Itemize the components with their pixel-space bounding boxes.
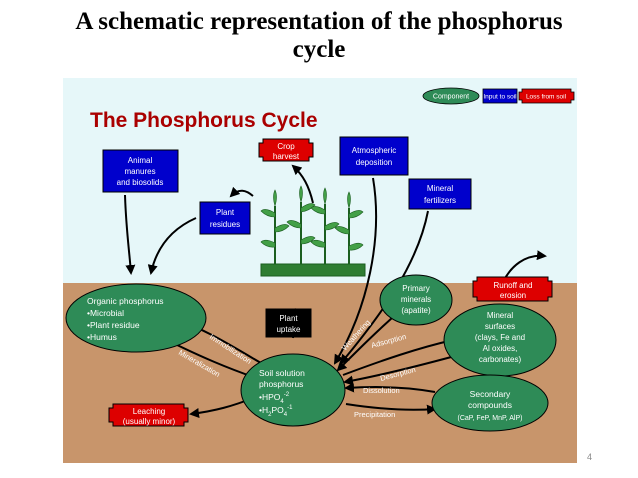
input-animal-manures-line-1: Animal: [128, 156, 153, 165]
arrow-precipitation: [345, 403, 437, 415]
slide-title-line-1: A schematic representation of the phosph…: [75, 8, 563, 35]
input-mineral-fertilizers-line-2: fertilizers: [424, 196, 456, 205]
diagram-title: The Phosphorus Cycle: [90, 109, 318, 132]
input-atmospheric-deposition: Atmospheric deposition: [339, 136, 409, 176]
arrow-dissolution: [344, 382, 436, 393]
primary-minerals-line-2: minerals: [401, 295, 431, 304]
plant-uptake-line-2: uptake: [276, 325, 301, 334]
plant-uptake-line-1: Plant: [279, 314, 298, 323]
arrow-adsorption: [342, 336, 455, 376]
legend-component-swatch: [422, 87, 480, 105]
mineral-surfaces-line-2: surfaces: [485, 322, 515, 331]
input-atmospheric-line-1: Atmospheric: [352, 146, 396, 155]
secondary-compounds-line-2: compounds: [468, 400, 512, 410]
input-atmospheric-line-2: deposition: [356, 158, 392, 167]
arrow-desorption: [343, 355, 456, 386]
plant-leaves: [260, 185, 364, 251]
input-animal-manures-line-3: and biosolids: [117, 178, 164, 187]
soil-solution-title-2: phosphorus: [259, 379, 303, 389]
plants-illustration: [260, 185, 366, 277]
slide-title: A schematic representation of the phosph…: [0, 8, 638, 64]
mineral-surfaces-line-5: carbonates): [479, 355, 522, 364]
loss-crop-harvest-line-2: harvest: [273, 152, 300, 161]
loss-leaching-line-2: (usually minor): [123, 417, 176, 426]
arrow-plants-to-harvest: [291, 164, 314, 204]
arrow-residues-to-organic: [147, 217, 197, 275]
loss-crop-harvest-line-1: Crop: [277, 142, 295, 151]
organic-phosphorus-item-1: •Microbial: [87, 308, 124, 318]
loss-crop-harvest: Crop harvest: [258, 138, 314, 162]
primary-minerals-line-3: (apatite): [401, 306, 431, 315]
legend-input-swatch: [482, 88, 518, 104]
input-plant-residues-line-1: Plant: [216, 208, 235, 217]
input-plant-residues: Plant residues: [199, 201, 251, 235]
organic-phosphorus-title: Organic phosphorus: [87, 296, 164, 306]
legend-component-label: Component: [433, 94, 469, 101]
soil-solution-h2po4: •H2PO4-1: [259, 405, 293, 418]
component-mineral-surfaces: Mineral surfaces (clays, Fe and Al oxide…: [443, 303, 557, 377]
legend-input-label: Input to soil: [483, 94, 517, 101]
arrow-manures-to-organic: [124, 194, 136, 275]
arrow-plants-to-residues: [229, 186, 254, 198]
loss-runoff-line-2: erosion: [500, 291, 526, 300]
organic-phosphorus-item-3: •Humus: [87, 332, 117, 342]
loss-leaching: Leaching (usually minor): [108, 403, 189, 427]
input-mineral-fertilizers: Mineral fertilizers: [408, 178, 472, 210]
legend-loss-swatch: [518, 88, 575, 104]
input-plant-residues-line-2: residues: [210, 220, 240, 229]
secondary-compounds-line-3: (CaP, FeP, MnP, AlP): [458, 415, 523, 422]
legend: Component Input to soil Loss from soil: [422, 87, 575, 105]
component-organic-phosphorus: Organic phosphorus •Microbial •Plant res…: [65, 283, 207, 353]
loss-leaching-line-1: Leaching: [133, 407, 165, 416]
label-dissolution: Dissolution: [363, 386, 400, 395]
slide-title-line-2: cycle: [292, 36, 346, 63]
soil-solution-title-1: Soil solution: [259, 368, 305, 378]
mineral-surfaces-line-3: (clays, Fe and: [475, 333, 525, 342]
mineral-surfaces-line-1: Mineral: [487, 311, 513, 320]
loss-runoff-erosion: Runoff and erosion: [472, 276, 553, 302]
primary-minerals-line-1: Primary: [402, 284, 430, 293]
arrow-atmospheric-deposition: [333, 177, 378, 365]
input-mineral-fertilizers-line-1: Mineral: [427, 184, 453, 193]
page-number: 4: [586, 452, 592, 462]
secondary-compounds-line-1: Secondary: [470, 389, 511, 399]
organic-phosphorus-item-2: •Plant residue: [87, 320, 140, 330]
label-precipitation: Precipitation: [354, 410, 395, 419]
input-animal-manures: Animal manures and biosolids: [102, 149, 179, 193]
plant-uptake-box: Plant uptake: [265, 308, 312, 338]
component-soil-solution-phosphorus: Soil solution phosphorus •HPO4-2 •H2PO4-…: [240, 353, 346, 427]
component-primary-minerals: Primary minerals (apatite): [379, 274, 453, 326]
soil-solution-hpo4: •HPO4-2: [259, 392, 290, 405]
plant-tray: [260, 263, 366, 277]
component-secondary-compounds: Secondary compounds (CaP, FeP, MnP, AlP): [431, 374, 549, 432]
phosphorus-cycle-diagram: The Phosphorus Cycle Component Input to …: [63, 78, 577, 463]
mineral-surfaces-line-4: Al oxides,: [483, 344, 518, 353]
loss-runoff-line-1: Runoff and: [494, 281, 533, 290]
legend-loss-label: Loss from soil: [526, 94, 567, 101]
input-animal-manures-line-2: manures: [124, 167, 155, 176]
